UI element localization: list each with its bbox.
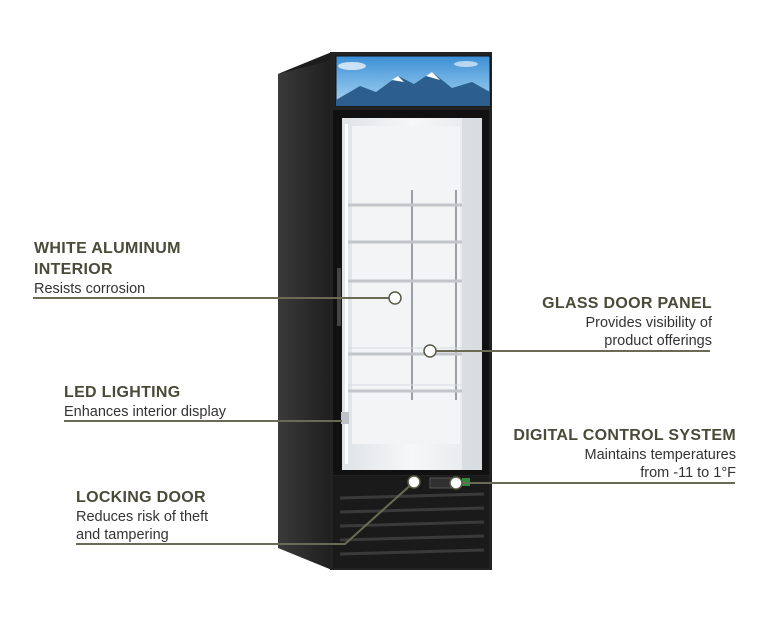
header-graphic	[335, 55, 491, 107]
callout-desc: Provides visibility of	[585, 315, 712, 331]
callout-markers	[388, 291, 463, 490]
callout-desc: product offerings	[604, 333, 712, 349]
callout-digital-control: DIGITAL CONTROL SYSTEM Maintains tempera…	[513, 425, 736, 482]
callout-desc: Maintains temperatures	[584, 447, 736, 463]
leader-locking-door	[76, 481, 415, 545]
leader-lines	[33, 297, 735, 545]
callout-desc: Resists corrosion	[34, 281, 146, 297]
callout-desc: and tampering	[76, 527, 169, 543]
callout-locking-door: LOCKING DOOR Reduces risk of theft and t…	[76, 487, 208, 544]
callout-title: DIGITAL CONTROL SYSTEM	[513, 427, 736, 444]
bottom-grille	[333, 476, 489, 568]
wire-shelves	[346, 203, 462, 393]
callout-desc: Enhances interior display	[64, 404, 227, 420]
marker-white-aluminum	[388, 291, 402, 305]
glass-door	[333, 110, 489, 475]
callout-title: WHITE ALUMINUM	[34, 240, 181, 257]
callout-desc: from -11 to 1°F	[640, 465, 736, 481]
marker-digital-control	[449, 476, 463, 490]
callout-desc: Reduces risk of theft	[76, 509, 209, 525]
callout-glass-door: GLASS DOOR PANEL Provides visibility of …	[542, 293, 712, 350]
callout-title: INTERIOR	[34, 261, 113, 278]
marker-glass-door	[423, 344, 437, 358]
callout-title: LOCKING DOOR	[76, 489, 206, 506]
callout-title: GLASS DOOR PANEL	[542, 295, 712, 312]
callout-led-lighting: LED LIGHTING Enhances interior display	[64, 382, 226, 421]
callout-white-aluminum: WHITE ALUMINUM INTERIOR Resists corrosio…	[34, 238, 181, 298]
marker-locking-door	[407, 475, 421, 489]
callout-title: LED LIGHTING	[64, 384, 181, 401]
